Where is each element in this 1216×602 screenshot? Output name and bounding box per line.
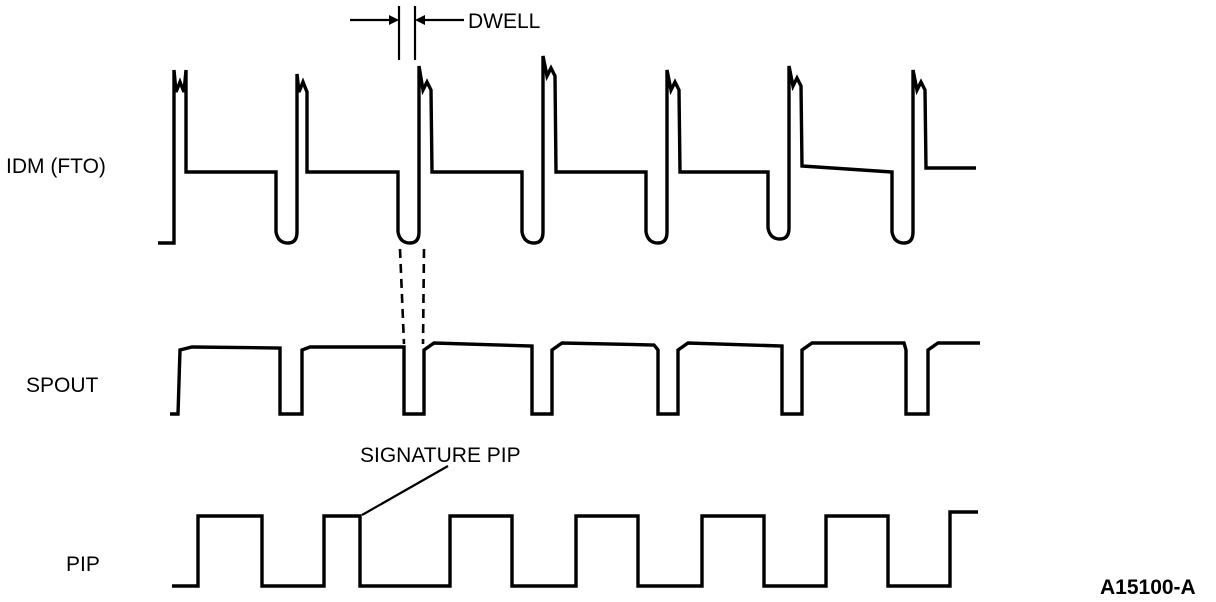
spout-label: SPOUT: [26, 374, 99, 397]
spout-waveform: [170, 341, 980, 416]
idm-label: IDM (FTO): [6, 155, 106, 178]
dwell-arrowhead-left: [389, 15, 399, 25]
pip-waveform: [172, 510, 978, 588]
idm-waveform: [158, 55, 976, 245]
alignment-dash-right: [421, 248, 426, 345]
dwell-arrowhead-right: [415, 15, 425, 25]
alignment-dash-left: [398, 248, 406, 345]
pip-label: PIP: [66, 553, 100, 576]
signature-pip-leader: [361, 465, 449, 516]
figure-id: A15100-A: [1100, 576, 1196, 599]
dwell-label: DWELL: [468, 10, 540, 33]
signature-pip-label: SIGNATURE PIP: [360, 444, 521, 467]
